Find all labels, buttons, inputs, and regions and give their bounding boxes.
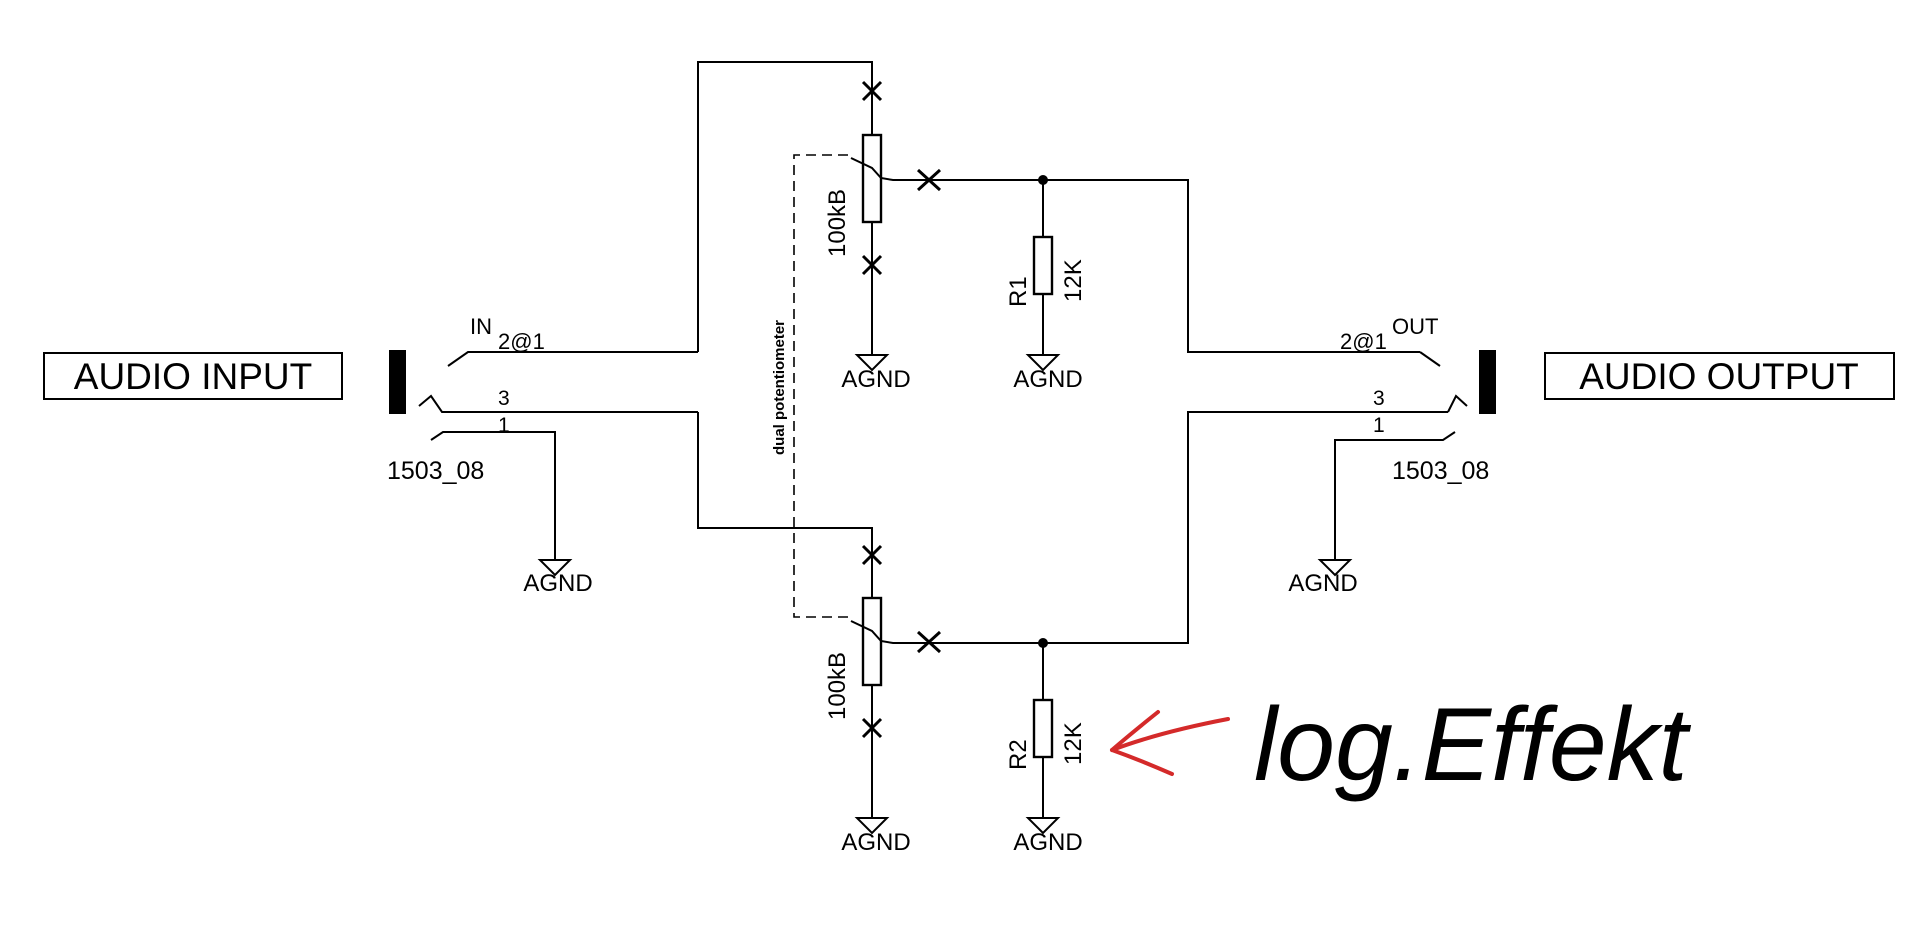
- dual-potentiometer-label: dual potentiometer: [771, 320, 788, 455]
- input-part-number: 1503_08: [387, 457, 484, 485]
- resistor-r1-name: R1: [1005, 276, 1032, 307]
- no-connect-bottom-1: [861, 544, 883, 566]
- ground-label-pot-bottom: AGND: [841, 829, 910, 856]
- out-pin-1-label: 1: [1373, 414, 1385, 437]
- potentiometer-bottom-value: 100kB: [824, 652, 851, 720]
- ground-symbol-pot-bottom: AGND: [841, 817, 911, 856]
- potentiometer-bottom: 100kB: [824, 596, 1043, 818]
- out-label: OUT: [1392, 314, 1438, 339]
- audio-input-label: AUDIO INPUT: [74, 356, 312, 397]
- resistor-r2-value: 12K: [1060, 722, 1087, 765]
- out-pin-21-label: 2@1: [1340, 329, 1387, 354]
- ground-symbol-r2: AGND: [1013, 817, 1083, 856]
- potentiometer-top-value: 100kB: [824, 189, 851, 257]
- ground-symbol-pot-top: AGND: [841, 354, 911, 393]
- resistor-r1-value: 12K: [1060, 259, 1087, 302]
- ground-symbol-r1: AGND: [1013, 354, 1083, 393]
- no-connect-top-1: [861, 80, 883, 102]
- in-label: IN: [470, 314, 492, 339]
- no-connect-top-2: [861, 254, 883, 276]
- ground-symbol-output: AGND: [1288, 559, 1358, 597]
- potentiometer-bottom-body: [861, 596, 883, 687]
- resistor-r2: R2 12K: [1005, 638, 1087, 818]
- input-jack-sleeve: [389, 350, 406, 414]
- ground-label-r1: AGND: [1013, 366, 1082, 393]
- audio-output-box: AUDIO OUTPUT: [1544, 352, 1895, 400]
- input-jack: IN 2@1 3 1 1503_08: [387, 314, 698, 560]
- ground-symbol-input: AGND: [523, 559, 593, 597]
- in-pin-3-label: 3: [498, 387, 510, 410]
- red-arrow-icon: [1110, 710, 1230, 776]
- potentiometer-top-body: [861, 133, 883, 224]
- annotation-text: log.Effekt: [1254, 687, 1692, 803]
- ground-label-output: AGND: [1288, 570, 1357, 597]
- audio-output-label: AUDIO OUTPUT: [1579, 356, 1859, 397]
- no-connect-top-wiper: [916, 168, 942, 192]
- potentiometer-top: 100kB: [824, 133, 1043, 355]
- resistor-r1-body: [1032, 235, 1054, 296]
- output-jack-sleeve: [1479, 350, 1496, 414]
- out-pin-3-label: 3: [1373, 387, 1385, 410]
- resistor-r2-name: R2: [1005, 739, 1032, 770]
- in-pin-21-label: 2@1: [498, 329, 545, 354]
- resistor-r2-body: [1032, 698, 1054, 759]
- audio-input-box: AUDIO INPUT: [43, 352, 343, 400]
- output-jack: OUT 2@1 3 1 1503_08: [1334, 314, 1496, 560]
- ground-label-r2: AGND: [1013, 829, 1082, 856]
- no-connect-bottom-2: [861, 717, 883, 739]
- ground-label-pot-top: AGND: [841, 366, 910, 393]
- resistor-r1: R1 12K: [1005, 175, 1087, 355]
- handwritten-annotation: log.Effekt: [1110, 687, 1692, 803]
- ground-label-input: AGND: [523, 570, 592, 597]
- no-connect-bottom-wiper: [916, 630, 942, 654]
- dual-potentiometer-link: dual potentiometer: [771, 154, 848, 618]
- output-part-number: 1503_08: [1392, 457, 1489, 485]
- in-pin-1-label: 1: [498, 414, 510, 437]
